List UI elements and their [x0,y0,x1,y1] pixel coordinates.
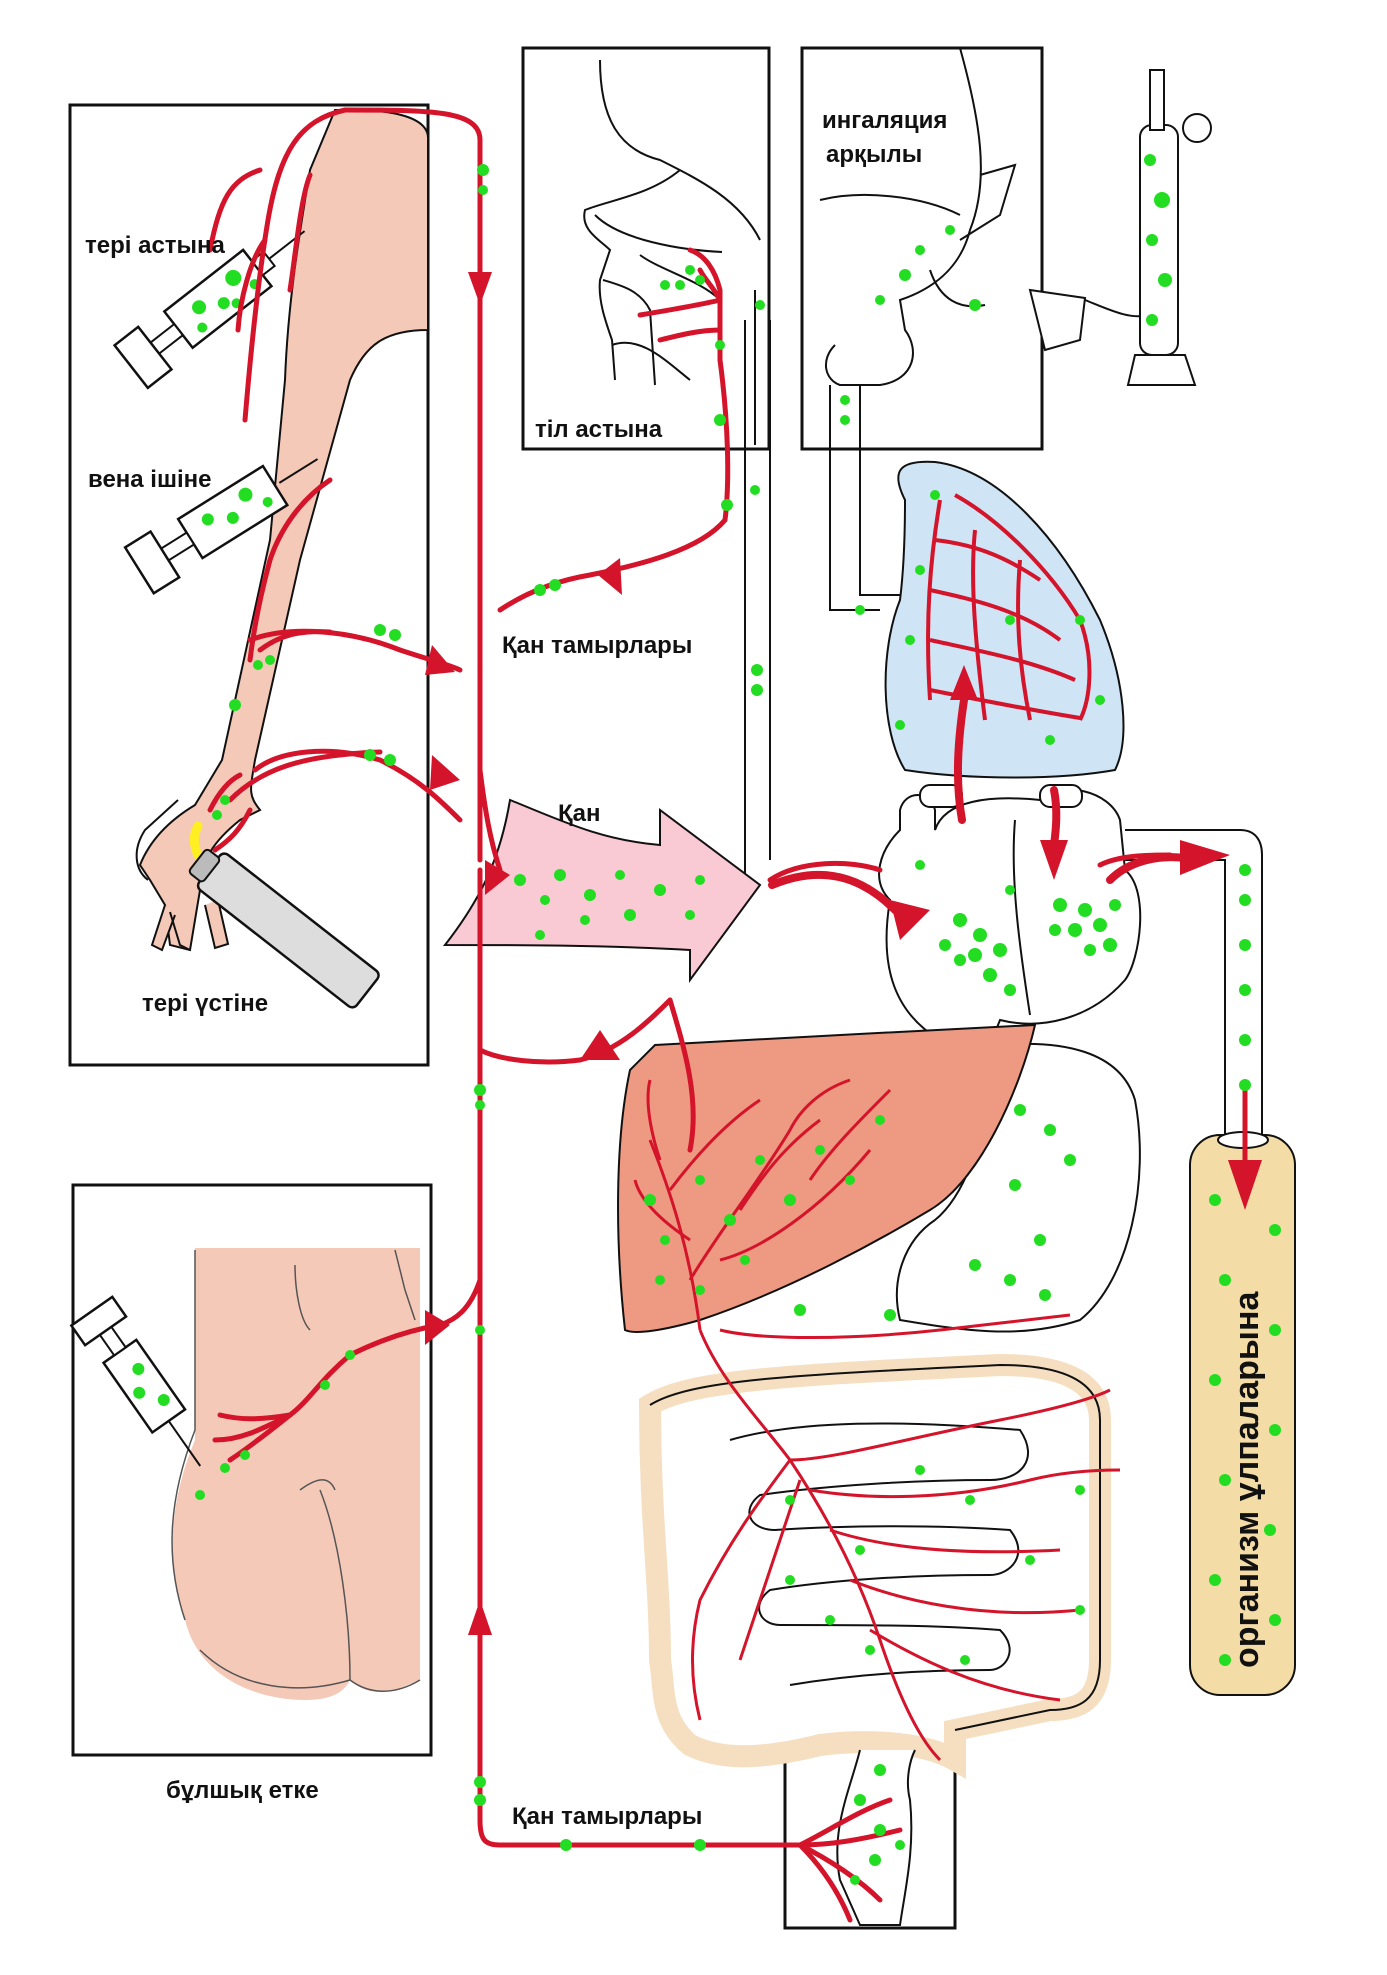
label-blood-vessels-upper: Қан тамырлары [502,632,693,659]
arrow-lung-up [950,665,978,700]
arrow-into-blood [485,860,510,895]
label-blood-vessels-lower: Қан тамырлары [512,1803,703,1830]
transdermal-patch-icon [188,821,380,1009]
intravenous-syringe-icon [123,458,319,595]
head-profile-illustration [583,59,761,445]
arrow-sublingual [598,558,622,595]
esophagus-tube [744,320,771,880]
buttock-illustration [171,1248,421,1700]
arrow-out [1180,840,1230,875]
panel-mouth [521,46,771,451]
inhalation-mask-illustration [819,47,1151,386]
arrow-liver-return [580,1030,620,1060]
lung-capillaries [926,493,1092,721]
arrow-heart-down [1040,840,1068,880]
arterial-tube [1125,829,1263,1140]
label-intravenous: вена ішіне [88,466,212,493]
arrow-tissue-down [1228,1160,1262,1210]
liver-illustration [617,1023,1037,1333]
arrow-iv [425,645,455,675]
label-sublingual: тіл астына [535,416,663,443]
mesenteric-vessels [691,1313,1121,1762]
label-subcutaneous: тері астына [85,232,225,259]
liver-vessels [633,1078,892,1331]
arrow-down-arm [468,272,492,305]
panel-inhalation [800,46,1044,451]
intramuscular-syringe-icon [69,1295,202,1467]
label-intramuscular: бұлшық етке [166,1777,319,1804]
label-blood: Қан [558,800,601,827]
label-transdermal: тері үстіне [142,990,269,1017]
arrow-up-lower [468,1600,492,1635]
label-inhalation-line2: арқылы [826,141,923,168]
arrow-heart-in [890,900,930,940]
panel-arm [68,103,430,1067]
small-intestine-illustration [729,1422,1030,1686]
arrow-buttock [425,1310,450,1345]
panel-buttock [71,1183,433,1757]
lung-illustration [884,460,1125,779]
aorta-right [1039,784,1083,808]
label-inhalation-line1: ингаляция [822,107,948,134]
oxygen-cylinder-icon [1126,69,1212,386]
label-body-tissues: организм ұлпаларына [1228,1291,1266,1668]
drug-particles [195,164,1281,1885]
blood-vessel-network [207,107,1248,1923]
blood-arrow [442,798,762,984]
arrow-transdermal [430,755,460,790]
heart-illustration [878,788,1142,1047]
flow-arrowheads [425,272,1262,1635]
